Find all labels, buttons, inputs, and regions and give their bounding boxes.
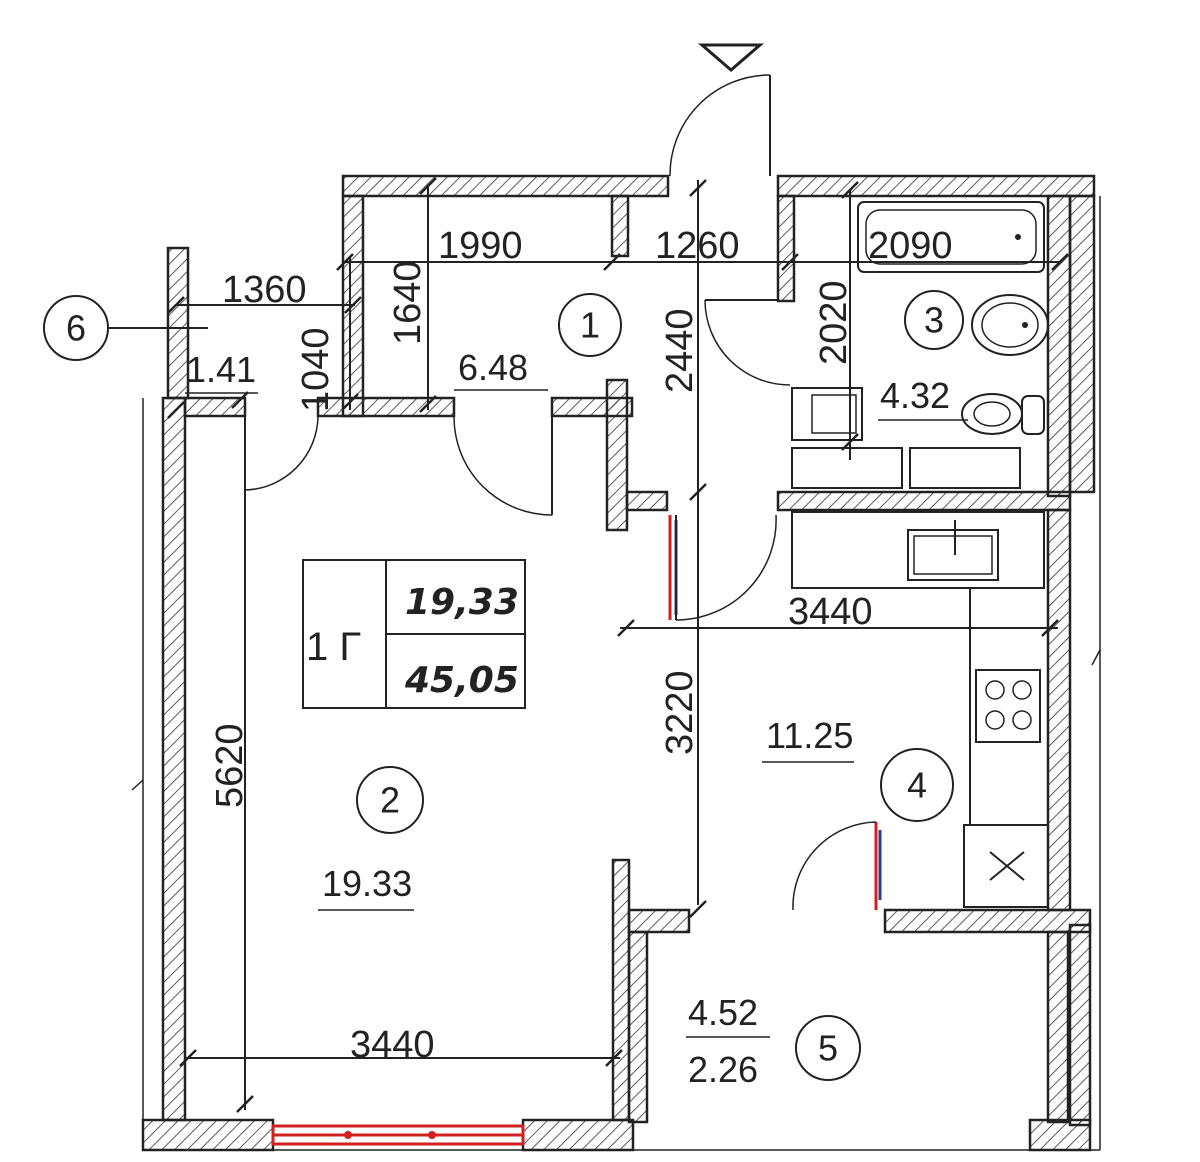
room-number-bath: 3: [904, 290, 964, 350]
dim-kitchen-depth: 3220: [659, 670, 701, 755]
bath-cabinets: [791, 447, 1021, 489]
entrance-triangle: [697, 43, 765, 72]
washbasin-icon: [971, 294, 1049, 356]
room-number-closet: 6: [43, 295, 109, 361]
room-number-hall: 1: [558, 293, 622, 357]
dim-closet-depth: 1040: [295, 327, 337, 412]
wall-loggia-top-right: [883, 908, 1092, 934]
wall-bath-left: [776, 194, 796, 303]
room-areas: 6.48 1.41 4.32 11.25 19.33 4.52 2.26: [185, 347, 968, 1090]
wall-living-right-low: [611, 858, 631, 1122]
svg-text:4: 4: [907, 765, 927, 806]
wall-corridor-stub: [610, 194, 630, 258]
doors: [244, 74, 877, 911]
room-number-kitchen: 4: [880, 748, 954, 822]
dim-corridor-width: 1260: [655, 225, 740, 267]
wall-living-top-left: [183, 396, 247, 418]
dim-living-depth: 5620: [209, 723, 251, 808]
area-closet: 1.41: [186, 349, 256, 390]
svg-text:3: 3: [924, 300, 944, 341]
wall-bottom-mid: [521, 1118, 635, 1152]
wall-closet-left: [166, 246, 190, 400]
dim-corridor-length: 2440: [659, 308, 701, 393]
room-numbers: 1 2 3 4 5 6: [43, 290, 964, 1081]
dim-closet-width: 1360: [222, 269, 307, 311]
wall-right-lower: [1046, 508, 1072, 912]
area-loggia: 4.52: [688, 992, 758, 1033]
wall-living-right: [605, 378, 629, 532]
wall-right-upper: [1068, 194, 1096, 494]
wall-top-left: [341, 174, 670, 198]
wall-loggia-top: [627, 908, 691, 934]
wall-living-top-mid: [316, 396, 456, 418]
svg-text:5: 5: [818, 1028, 838, 1069]
toilet-icon: [961, 393, 1045, 435]
svg-text:1: 1: [580, 305, 600, 346]
room-number-living: 2: [356, 766, 424, 834]
summary-living-area: 19,33: [405, 582, 519, 623]
area-living: 19.33: [322, 863, 412, 904]
outline-lines: [131, 196, 1101, 1151]
wall-left-main: [161, 396, 187, 1122]
wall-bottom-left: [141, 1118, 275, 1152]
dim-kitchen-width: 3440: [788, 591, 873, 633]
window-living: [271, 1124, 525, 1146]
dimension-labels: 1990 1260 2090 1360 3440 3440 1040 1640 …: [209, 225, 953, 1066]
rooms-count-label: 1 Г: [306, 625, 361, 669]
area-bath: 4.32: [880, 375, 950, 416]
dimension-lines: [108, 177, 1069, 1113]
summary-total-area: 45,05: [404, 660, 519, 701]
stove-icon: [975, 669, 1041, 743]
area-kitchen: 11.25: [766, 715, 853, 756]
room-number-loggia: 5: [795, 1015, 861, 1081]
ventilation-shaft-icon: [963, 824, 1049, 908]
wall-loggia-right-outer: [1068, 923, 1092, 1127]
dim-bath-width: 2090: [868, 225, 953, 267]
wall-loggia-left: [627, 930, 649, 1124]
walls: [141, 174, 1096, 1152]
washing-machine-icon: [791, 387, 863, 441]
sink-icon: [907, 520, 999, 581]
dim-hall-width: 1990: [438, 225, 523, 267]
svg-text:6: 6: [66, 308, 86, 349]
apartment-summary-box: 1 Г 19,33 45,05: [302, 559, 526, 709]
wall-bath-inner: [1046, 194, 1072, 498]
dim-bath-depth: 2020: [813, 280, 855, 365]
area-hall: 6.48: [458, 347, 528, 388]
wall-kitchen-left: [625, 490, 669, 512]
dim-hall-depth: 1640: [387, 260, 429, 345]
balcony-door-mark: [874, 822, 882, 910]
area-loggia-reduced: 2.26: [688, 1049, 758, 1090]
wall-top-right: [776, 174, 1096, 198]
dim-living-width: 3440: [350, 1024, 435, 1066]
bathtub-icon: [857, 201, 1045, 273]
svg-text:2: 2: [380, 780, 400, 821]
wall-loggia-right: [1046, 930, 1070, 1124]
wall-bath-bottom: [776, 490, 1072, 512]
